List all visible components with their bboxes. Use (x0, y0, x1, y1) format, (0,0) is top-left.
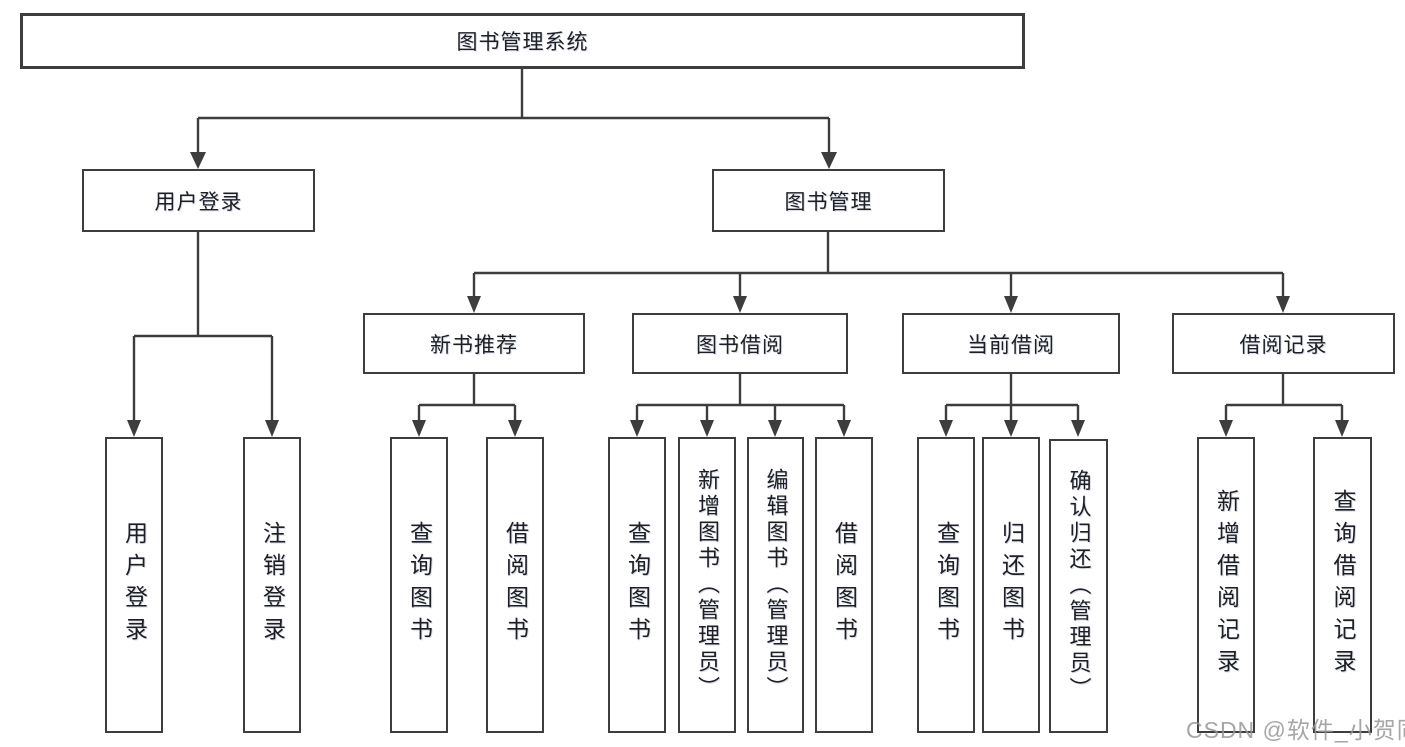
leaf-recommend-query-book: 查询图书 (390, 437, 448, 733)
leaf-borrow-borrow-book: 借阅图书 (815, 437, 873, 733)
node-current-borrow: 当前借阅 (902, 313, 1120, 374)
leaf-user-login: 用户登录 (105, 437, 163, 733)
leaf-current-return-book: 归还图书 (982, 437, 1040, 733)
leaf-current-query-book: 查询图书 (917, 437, 975, 733)
node-book-management: 图书管理 (712, 169, 945, 232)
leaf-borrow-query-book: 查询图书 (608, 437, 666, 733)
leaf-borrow-edit-book-admin: 编辑图书（管理员） (747, 437, 804, 733)
node-root-library-system: 图书管理系统 (20, 13, 1025, 69)
node-new-book-recommend: 新书推荐 (363, 313, 585, 374)
leaf-records-query-record: 查询借阅记录 (1313, 437, 1372, 733)
leaf-current-confirm-return-admin: 确认归还（管理员） (1049, 439, 1108, 733)
node-borrow-records: 借阅记录 (1172, 313, 1395, 374)
node-book-borrow: 图书借阅 (632, 313, 848, 374)
leaf-logout-login: 注销登录 (243, 437, 301, 733)
node-user-login: 用户登录 (82, 169, 315, 232)
leaf-recommend-borrow-book: 借阅图书 (486, 437, 544, 733)
leaf-borrow-add-book-admin: 新增图书（管理员） (678, 437, 736, 733)
csdn-watermark: CSDN @软件_小贺同学 (1186, 717, 1405, 743)
leaf-records-add-record: 新增借阅记录 (1197, 437, 1255, 733)
